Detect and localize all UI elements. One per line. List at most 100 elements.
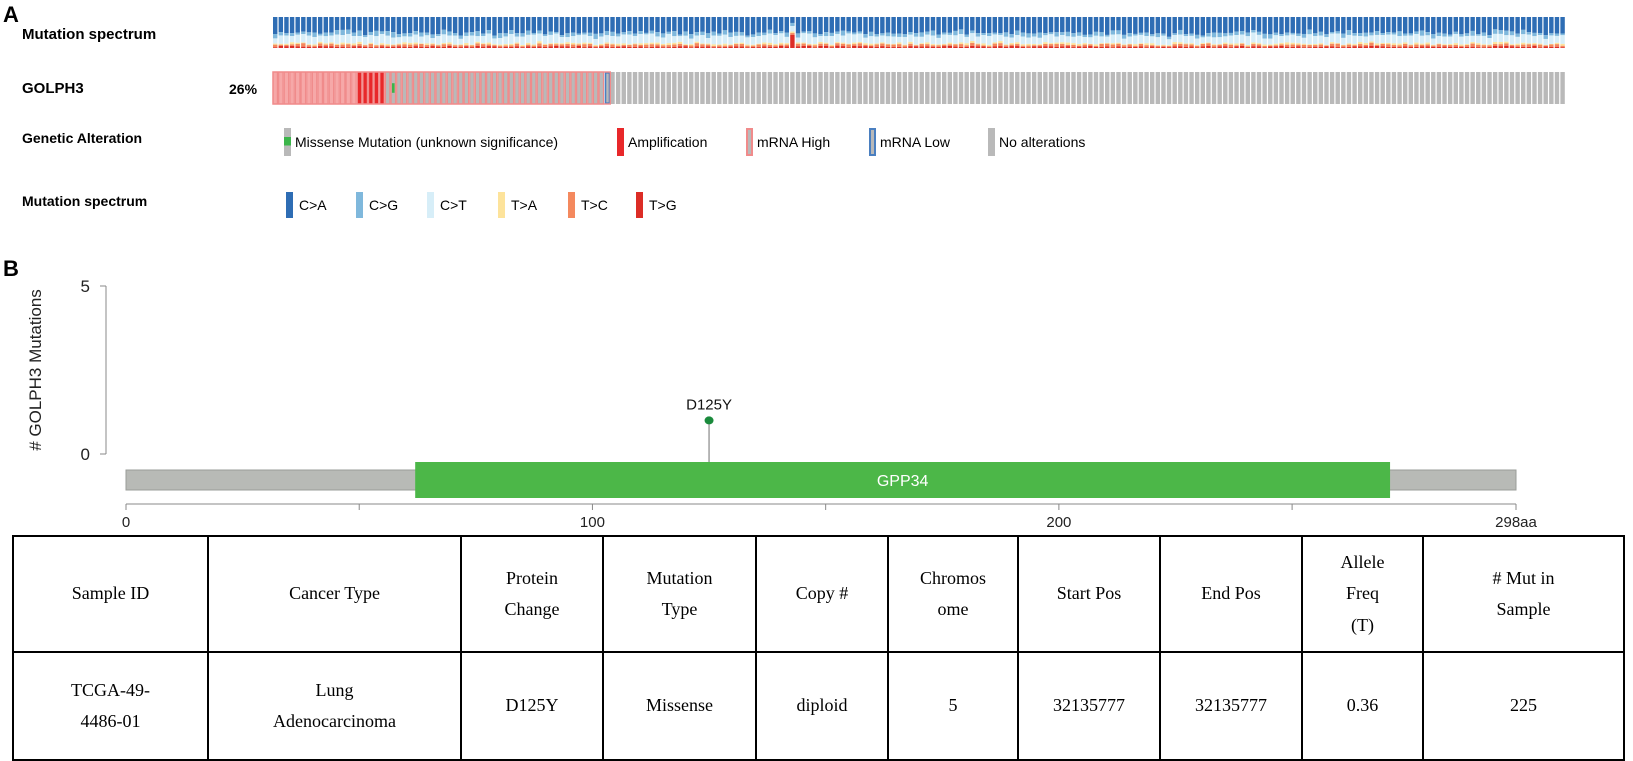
amplification-cell bbox=[301, 72, 306, 104]
spectrum-segment bbox=[1380, 17, 1385, 34]
no-alteration-cell bbox=[627, 72, 632, 104]
spectrum-column bbox=[1133, 17, 1138, 48]
spectrum-segment bbox=[407, 36, 413, 43]
spectrum-segment bbox=[1397, 36, 1402, 44]
spectrum-segment bbox=[1054, 46, 1059, 48]
spectrum-column bbox=[1065, 17, 1071, 48]
sample-column bbox=[621, 72, 626, 104]
no-alteration-cell bbox=[958, 72, 964, 104]
sample-column bbox=[1048, 72, 1054, 104]
spectrum-segment bbox=[273, 34, 278, 39]
spectrum-segment bbox=[1498, 46, 1503, 48]
no-alteration-cell bbox=[1532, 72, 1537, 104]
spectrum-segment bbox=[486, 17, 492, 31]
spectrum-segment bbox=[790, 17, 795, 23]
spectrum-segment bbox=[1419, 17, 1425, 31]
spectrum-segment bbox=[689, 47, 694, 48]
spectrum-segment bbox=[1386, 46, 1391, 48]
spectrum-segment bbox=[1043, 42, 1048, 45]
spectrum-column bbox=[1020, 17, 1026, 48]
spectrum-column bbox=[610, 17, 615, 48]
spectrum-segment bbox=[1402, 17, 1408, 34]
spectrum-segment bbox=[452, 32, 458, 36]
spectrum-column bbox=[689, 17, 694, 48]
spectrum-segment bbox=[525, 17, 531, 31]
mutation-lollipops: D125Y bbox=[686, 396, 732, 462]
spectrum-column bbox=[1099, 17, 1104, 48]
spectrum-segment bbox=[1110, 44, 1116, 48]
spectrum-segment bbox=[1363, 46, 1369, 48]
lollipop-head[interactable] bbox=[704, 416, 714, 425]
sample-column bbox=[356, 71, 363, 105]
spectrum-segment bbox=[1093, 46, 1099, 48]
spectrum-segment bbox=[1149, 34, 1155, 37]
spectrum-column bbox=[497, 17, 503, 48]
spectrum-segment bbox=[1459, 17, 1464, 35]
sample-column bbox=[1099, 72, 1104, 104]
spectrum-column bbox=[778, 17, 784, 48]
spectrum-segment bbox=[728, 36, 733, 45]
spectrum-legend-label: C>T bbox=[440, 197, 467, 213]
mrna-high-cell bbox=[565, 72, 570, 104]
spectrum-segment bbox=[1290, 17, 1295, 33]
spectrum-segment bbox=[430, 43, 435, 45]
no-alteration-cell bbox=[1138, 72, 1144, 104]
spectrum-segment bbox=[317, 43, 323, 47]
spectrum-segment bbox=[1093, 44, 1099, 46]
no-alteration-cell bbox=[1178, 72, 1183, 104]
no-alteration-cell bbox=[1099, 72, 1104, 104]
spectrum-segment bbox=[1026, 33, 1031, 38]
spectrum-segment bbox=[733, 31, 739, 36]
spectrum-segment bbox=[644, 17, 649, 33]
spectrum-segment bbox=[599, 36, 604, 44]
spectrum-segment bbox=[436, 36, 441, 45]
legend-label: mRNA High bbox=[757, 134, 831, 150]
spectrum-segment bbox=[301, 42, 306, 44]
spectrum-segment bbox=[1335, 43, 1340, 48]
spectrum-segment bbox=[801, 17, 806, 32]
spectrum-column bbox=[981, 17, 986, 48]
spectrum-segment bbox=[739, 43, 745, 47]
sample-column bbox=[1194, 72, 1200, 104]
spectrum-segment bbox=[666, 43, 671, 46]
spectrum-segment bbox=[1279, 44, 1284, 46]
spectrum-segment bbox=[1318, 35, 1324, 44]
spectrum-segment bbox=[1166, 39, 1172, 46]
spectrum-segment bbox=[1071, 44, 1076, 48]
spectrum-column bbox=[385, 17, 390, 48]
spectrum-segment bbox=[694, 32, 700, 36]
spectrum-segment bbox=[1110, 17, 1116, 31]
no-alteration-cell bbox=[1239, 72, 1245, 104]
spectrum-column bbox=[430, 17, 435, 48]
spectrum-segment bbox=[323, 36, 329, 44]
spectrum-segment bbox=[1335, 47, 1340, 48]
spectrum-segment bbox=[362, 17, 368, 36]
spectrum-segment bbox=[644, 34, 649, 44]
spectrum-segment bbox=[1127, 46, 1132, 48]
gpp34-domain[interactable] bbox=[415, 462, 1391, 498]
spectrum-segment bbox=[672, 44, 677, 47]
spectrum-segment bbox=[1138, 32, 1144, 35]
spectrum-segment bbox=[936, 34, 941, 38]
spectrum-segment bbox=[1183, 34, 1189, 37]
spectrum-segment bbox=[705, 43, 711, 45]
spectrum-column bbox=[1470, 17, 1475, 48]
spectrum-column bbox=[1116, 17, 1121, 48]
cell-text: Sample bbox=[1496, 599, 1551, 619]
spectrum-segment bbox=[514, 46, 520, 48]
spectrum-segment bbox=[801, 45, 806, 48]
spectrum-segment bbox=[852, 44, 857, 46]
spectrum-segment bbox=[1346, 43, 1352, 45]
spectrum-segment bbox=[1239, 43, 1245, 46]
spectrum-segment bbox=[964, 45, 969, 47]
spectrum-segment bbox=[301, 34, 306, 43]
spectrum-column bbox=[1144, 17, 1149, 48]
sample-column bbox=[1116, 72, 1121, 104]
spectrum-segment bbox=[503, 44, 508, 46]
spectrum-segment bbox=[897, 46, 902, 48]
spectrum-segment bbox=[1476, 17, 1481, 35]
spectrum-segment bbox=[1414, 34, 1419, 43]
no-alteration-cell bbox=[1256, 72, 1262, 104]
spectrum-segment bbox=[975, 36, 981, 44]
